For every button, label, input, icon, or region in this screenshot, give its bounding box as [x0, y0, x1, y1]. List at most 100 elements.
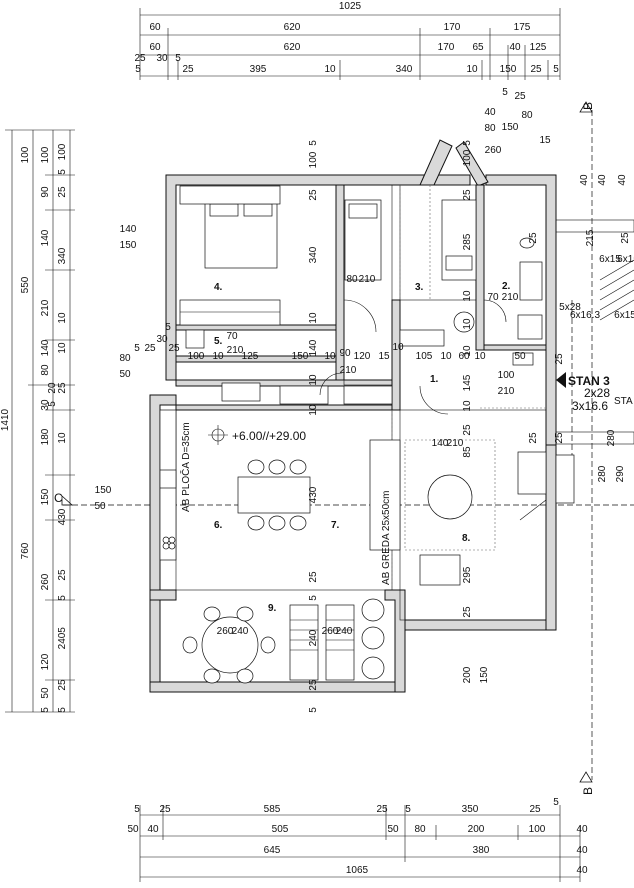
- dim-left-11: 210: [40, 299, 51, 316]
- dim-bottom-10: 505: [272, 824, 289, 835]
- dim-bottom-15: 40: [576, 824, 588, 835]
- dim-top-3: 170: [444, 22, 461, 33]
- dim-top-2: 620: [284, 22, 301, 33]
- dim-inner-27: 200: [462, 666, 473, 683]
- dim-misc-15: 105: [416, 351, 433, 362]
- dim-top-5: 60: [149, 42, 161, 53]
- dim-left-20: 180: [40, 428, 51, 445]
- dim-misc-51: 6x16.3: [570, 310, 600, 321]
- dim-inner-39: 280: [597, 465, 608, 482]
- dim-inner-14: 100: [462, 149, 473, 166]
- dim-bottom-1: 25: [159, 804, 171, 815]
- dim-misc-48: 6x15: [599, 254, 621, 265]
- dim-inner-11: 240: [308, 629, 319, 646]
- dim-misc-18: 10: [474, 351, 486, 362]
- dim-bottom-17: 380: [473, 845, 490, 856]
- dim-left-22: 150: [40, 488, 51, 505]
- dim-inner-5: 140: [308, 339, 319, 356]
- section-b-bottom-label: B: [581, 787, 595, 795]
- dim-left-0: 1410: [0, 408, 11, 431]
- dim-misc-10: 150: [292, 351, 309, 362]
- dim-bottom-19: 1065: [346, 865, 369, 876]
- dim-inner-8: 430: [308, 486, 319, 503]
- dim-misc-45: 25: [514, 91, 526, 102]
- dim-misc-52: 6x15: [614, 310, 634, 321]
- dim-left-26: 5: [57, 595, 68, 601]
- elevation-label: +6.00//+29.00: [232, 429, 306, 443]
- dim-bottom-4: 5: [405, 804, 411, 815]
- dim-left-28: 5: [57, 627, 68, 633]
- dim-top-17: 10: [324, 64, 336, 75]
- dim-misc-35: 50: [94, 501, 106, 512]
- dim-left-23: 430: [57, 508, 68, 525]
- dim-inner-31: 40: [617, 174, 628, 186]
- dim-misc-37: 240: [232, 626, 249, 637]
- dim-inner-38: 280: [606, 429, 617, 446]
- dim-misc-30: 100: [498, 370, 515, 381]
- dim-top-7: 170: [438, 42, 455, 53]
- dim-inner-37: 25: [554, 432, 565, 444]
- dim-inner-17: 285: [462, 233, 473, 250]
- dim-inner-10: 5: [308, 595, 319, 601]
- dim-misc-42: 260: [485, 145, 502, 156]
- dim-inner-15: 5: [462, 140, 473, 146]
- dim-misc-19: 50: [514, 351, 526, 362]
- dim-inner-32: 25: [528, 232, 539, 244]
- dim-misc-23: 210: [227, 345, 244, 356]
- dim-inner-30: 40: [597, 174, 608, 186]
- room-numbers: 1.2.3.4.5.6.7.8.9.: [214, 281, 511, 614]
- dim-misc-44: 5: [502, 87, 508, 98]
- dim-bottom-9: 40: [147, 824, 159, 835]
- dim-inner-21: 145: [462, 374, 473, 391]
- dim-left-12: 10: [57, 312, 68, 324]
- section-c-label: C: [54, 491, 63, 505]
- dim-inner-18: 10: [462, 290, 473, 302]
- dim-inner-22: 10: [462, 400, 473, 412]
- dim-misc-20: 30: [156, 334, 168, 345]
- dim-top-10: 125: [530, 42, 547, 53]
- dim-misc-39: 240: [336, 626, 353, 637]
- dim-inner-12: 25: [308, 679, 319, 691]
- dim-misc-38: 260: [322, 626, 339, 637]
- dim-top-22: 5: [553, 64, 559, 75]
- dim-left-8: 25: [57, 186, 68, 198]
- dim-misc-46: 80: [521, 110, 533, 121]
- dim-misc-36: 260: [217, 626, 234, 637]
- dim-left-17: 5: [47, 401, 58, 407]
- top-dimension-lines: [139, 8, 561, 80]
- dim-inner-0: 5: [308, 140, 319, 146]
- dim-misc-34: 150: [95, 485, 112, 496]
- dim-inner-35: 25: [554, 353, 565, 365]
- stair-cut-label: STA: [614, 396, 633, 407]
- dim-misc-32: 140: [432, 438, 449, 449]
- dim-misc-8: 10: [212, 351, 224, 362]
- dim-left-4: 100: [40, 146, 51, 163]
- dim-inner-34: 25: [620, 232, 631, 244]
- dim-left-29: 120: [40, 653, 51, 670]
- dim-left-9: 140: [40, 229, 51, 246]
- dim-top-12: 25: [134, 53, 146, 64]
- dim-misc-9: 125: [242, 351, 259, 362]
- dim-top-18: 340: [396, 64, 413, 75]
- bottom-dimension-lines: [139, 805, 581, 882]
- dim-left-27: 240: [57, 632, 68, 649]
- dim-top-11: 5: [135, 64, 141, 75]
- dim-left-7: 90: [40, 186, 51, 198]
- dim-top-6: 620: [284, 42, 301, 53]
- dim-misc-28: 70: [487, 292, 499, 303]
- dim-misc-40: 80: [484, 123, 496, 134]
- dim-bottom-8: 50: [127, 824, 139, 835]
- dim-bottom-14: 100: [529, 824, 546, 835]
- dim-misc-31: 210: [498, 386, 515, 397]
- stair-dim-1: 2x28: [584, 386, 610, 400]
- dim-left-10: 340: [57, 247, 68, 264]
- dim-misc-6: 25: [168, 343, 180, 354]
- dim-inner-20: 10: [462, 345, 473, 357]
- dim-misc-33: 210: [447, 438, 464, 449]
- furniture: [159, 185, 575, 684]
- dim-left-15: 80: [40, 364, 51, 376]
- dim-inner-13: 5: [308, 707, 319, 713]
- dim-misc-3: 50: [119, 369, 131, 380]
